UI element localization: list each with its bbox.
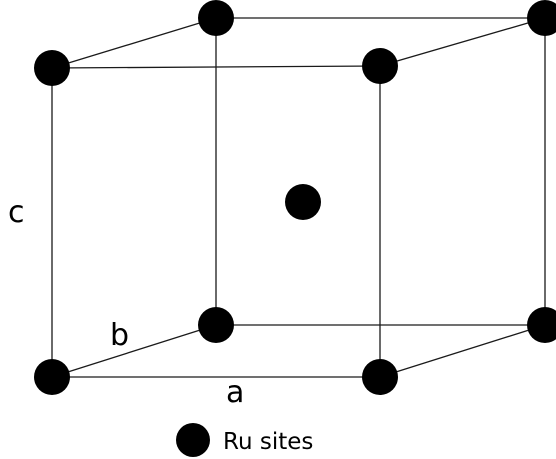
axis-label-c: c <box>8 195 25 230</box>
edge-top-left <box>51 17 217 69</box>
legend-marker <box>176 423 210 457</box>
ru-site-top-back-right <box>527 0 556 36</box>
ru-site-top-back-left <box>198 0 234 36</box>
legend: Ru sites <box>176 423 313 457</box>
ru-site-interior <box>285 184 321 220</box>
ru-sites <box>34 0 556 395</box>
ru-site-top-front-left <box>34 50 70 86</box>
ru-site-bottom-back-left <box>198 307 234 343</box>
ru-site-bottom-front-left <box>34 359 70 395</box>
legend-label: Ru sites <box>223 429 313 455</box>
cell-edges <box>51 17 546 378</box>
ru-site-bottom-front-right <box>362 359 398 395</box>
ru-site-top-front-right <box>362 48 398 84</box>
axis-label-a: a <box>226 375 244 410</box>
edge-bottom-right <box>379 324 546 378</box>
edge-top-right <box>379 17 546 67</box>
edge-bottom-left <box>51 324 217 378</box>
axis-label-b: b <box>110 318 129 353</box>
ru-site-bottom-back-right <box>527 307 556 343</box>
